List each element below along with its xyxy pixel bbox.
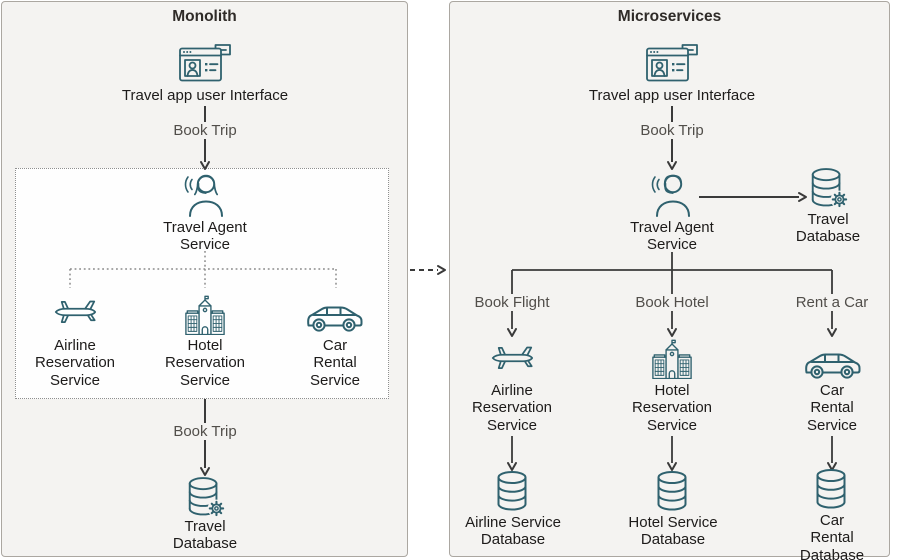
mono-db-label: Travel Database — [172, 518, 238, 553]
browser-user-icon — [646, 44, 698, 82]
micro-edge-rent-a-car: Rent a Car — [790, 294, 874, 311]
database-icon — [653, 470, 691, 512]
database-gear-icon — [182, 476, 228, 518]
mono-agent-label: Travel Agent Service — [163, 219, 247, 254]
micro-edge-book-hotel: Book Hotel — [630, 294, 714, 311]
micro-airline-label: Airline Reservation Service — [471, 382, 553, 434]
database-icon — [493, 470, 531, 512]
database-icon — [812, 468, 850, 510]
micro-agent-label: Travel Agent Service — [630, 219, 714, 254]
micro-hotel-label: Hotel Reservation Service — [631, 382, 713, 434]
monolith-title: Monolith — [172, 8, 237, 25]
car-icon — [305, 299, 363, 333]
hotel-icon — [651, 339, 693, 379]
mono-hotel-label: Hotel Reservation Service — [164, 337, 246, 389]
airplane-icon — [53, 292, 97, 332]
microservices-title: Microservices — [617, 8, 722, 25]
micro-ui-label: Travel app user Interface — [588, 87, 756, 104]
database-gear-icon — [805, 167, 851, 209]
travel-agent-male-icon — [647, 171, 697, 217]
micro-airline-db-label: Airline Service Database — [465, 514, 561, 549]
airplane-icon — [490, 338, 534, 378]
mono-edge-book-trip-bottom: Book Trip — [168, 423, 242, 440]
monolith-service-boundary — [15, 168, 389, 399]
micro-car-label: Car Rental Service — [806, 382, 858, 434]
mono-airline-label: Airline Reservation Service — [34, 337, 116, 389]
hotel-icon — [184, 295, 226, 335]
mono-ui-label: Travel app user Interface — [121, 87, 289, 104]
car-icon — [803, 346, 861, 380]
micro-traveldb-label: Travel Database — [795, 211, 861, 246]
micro-edge-book-flight: Book Flight — [469, 294, 555, 311]
browser-user-icon — [179, 44, 231, 82]
mono-edge-book-trip-top: Book Trip — [168, 122, 242, 139]
mono-car-label: Car Rental Service — [309, 337, 361, 389]
micro-car-db-label: Car Rental Database — [799, 512, 865, 560]
travel-agent-female-icon — [180, 171, 230, 217]
micro-hotel-db-label: Hotel Service Database — [628, 514, 718, 549]
micro-edge-book-trip: Book Trip — [635, 122, 709, 139]
